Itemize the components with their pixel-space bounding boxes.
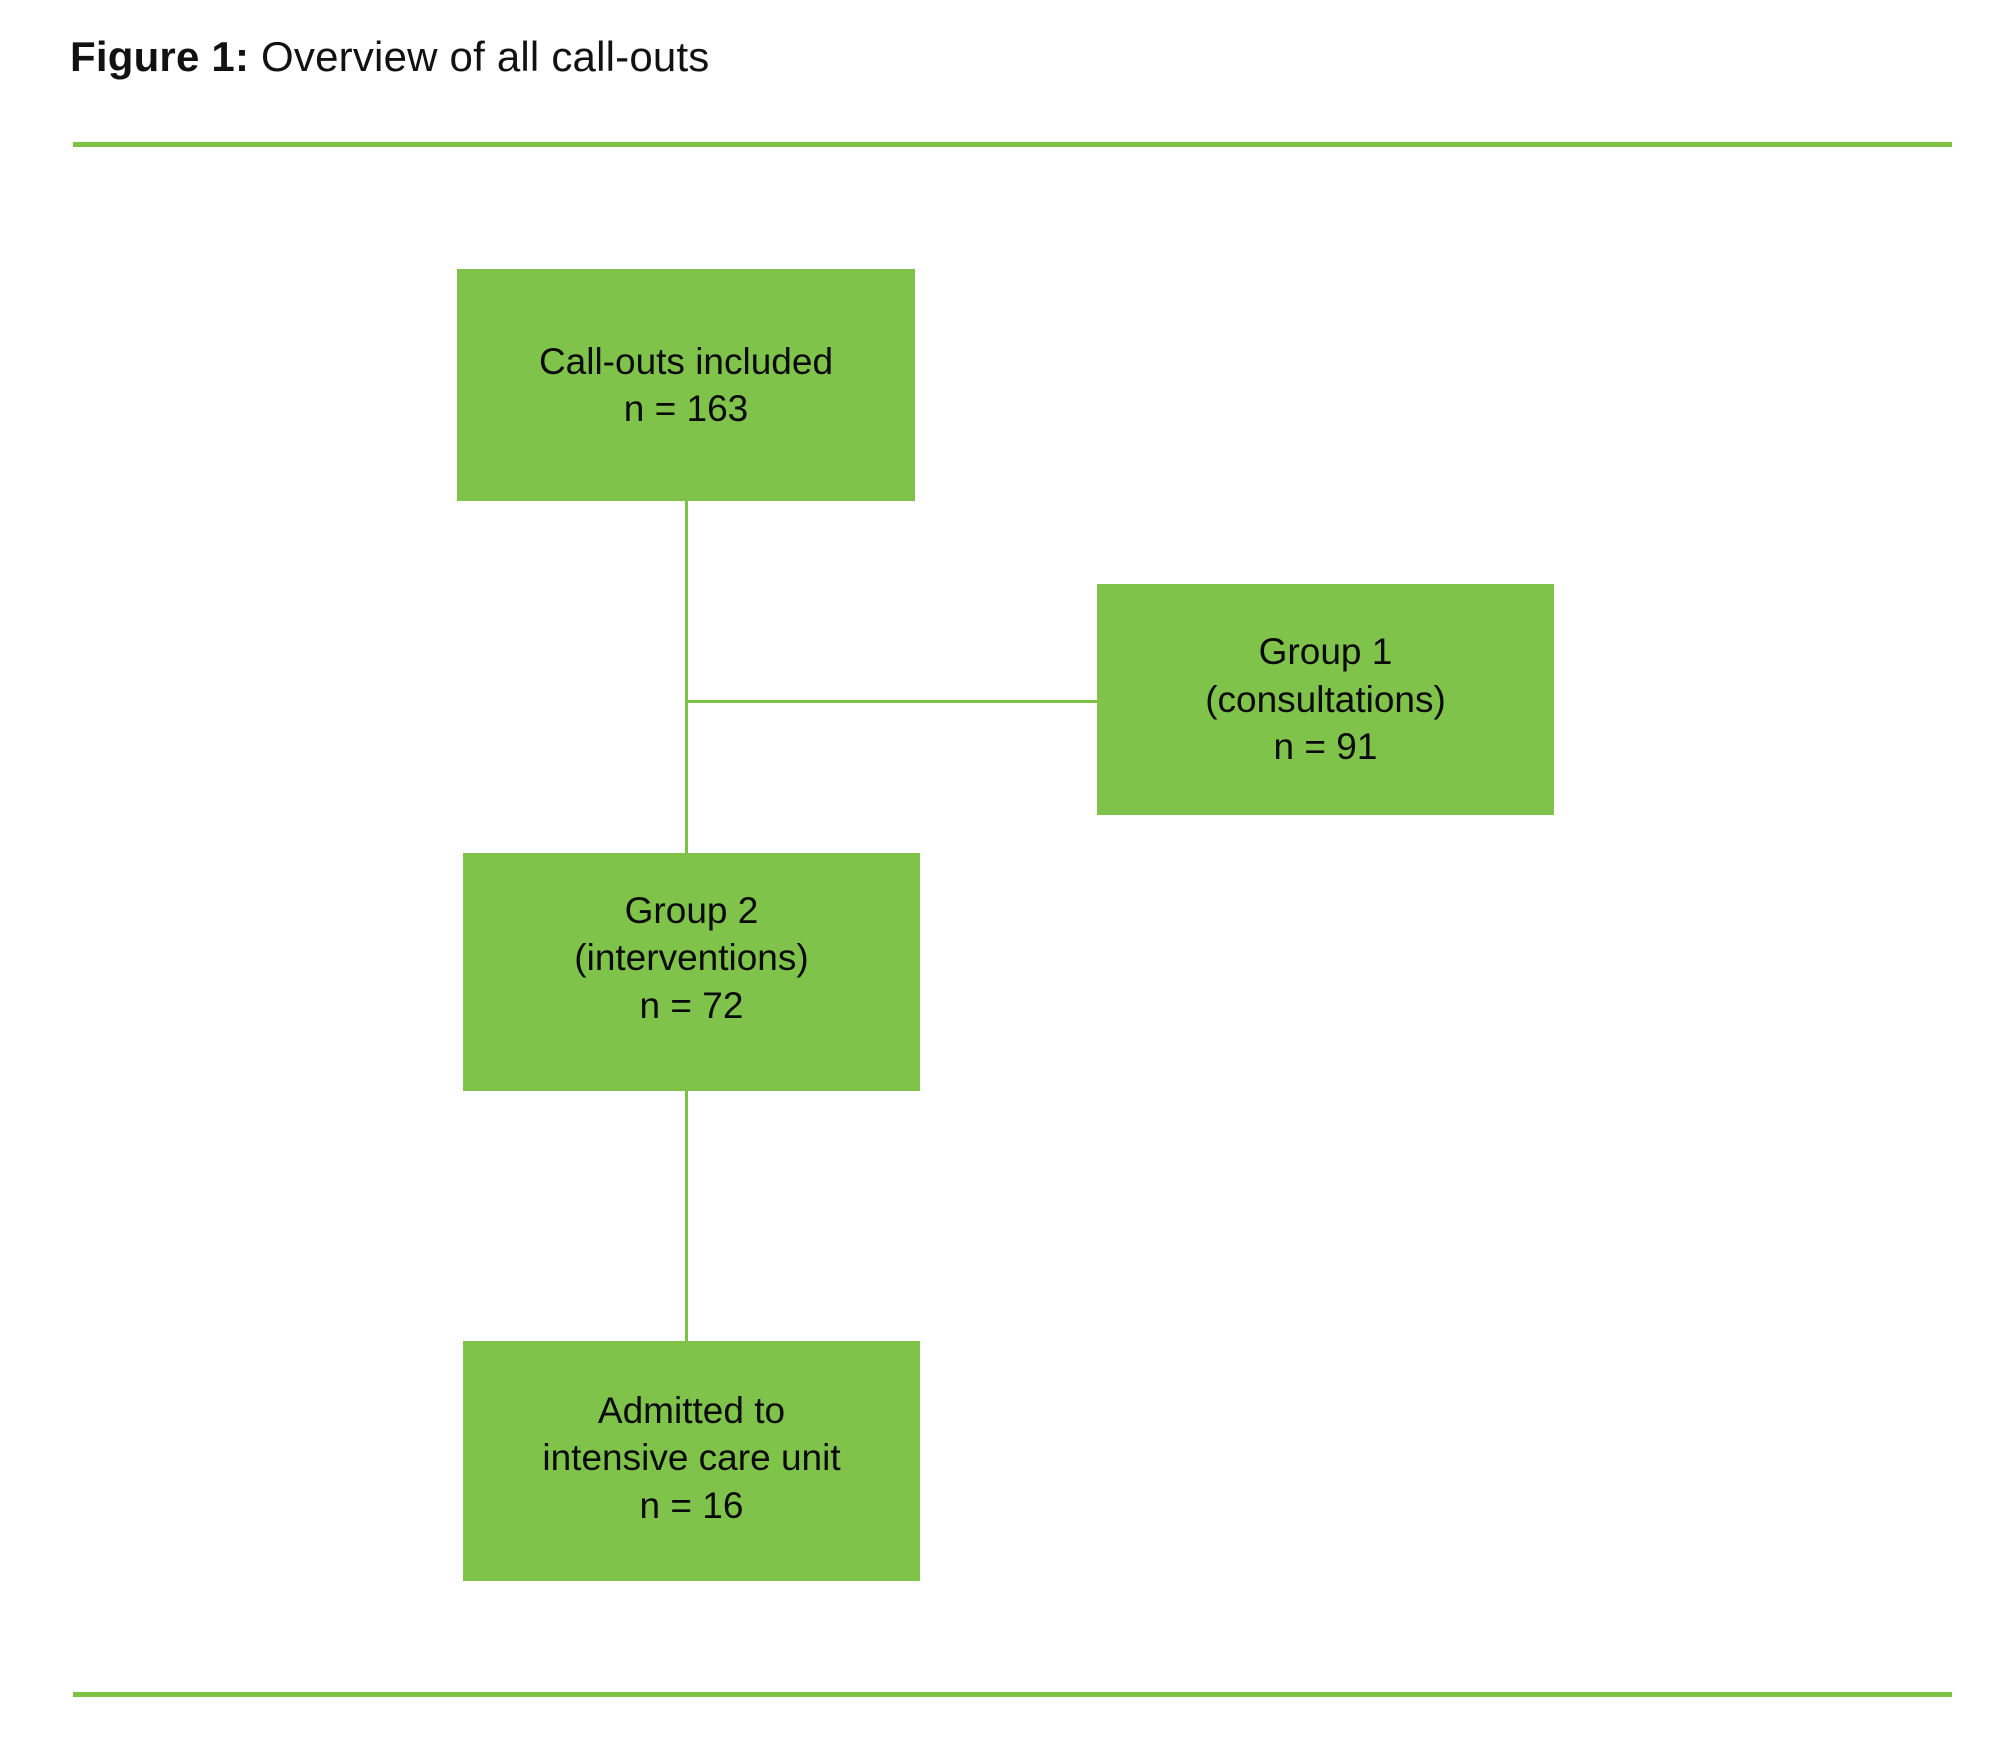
figure-caption-text: Overview of all call-outs xyxy=(249,33,710,80)
divider-bottom xyxy=(73,1692,1952,1697)
flow-node-callouts-included-text: Call-outs included n = 163 xyxy=(538,340,834,429)
flow-node-admitted-icu-text: Admitted to intensive care unit n = 16 xyxy=(542,1390,841,1526)
flow-node-callouts-included: Call-outs included n = 163 xyxy=(457,269,915,501)
figure-caption: Figure 1: Overview of all call-outs xyxy=(70,32,710,82)
flow-node-group-1: Group 1 (consultations) n = 91 xyxy=(1097,584,1554,815)
connector-callouts-to-group1 xyxy=(685,700,1099,703)
flow-node-admitted-icu: Admitted to intensive care unit n = 16 xyxy=(463,1341,920,1581)
flow-node-group-1-text: Group 1 (consultations) n = 91 xyxy=(1205,631,1446,768)
connector-callouts-to-group2 xyxy=(685,500,688,855)
flow-node-group-2-text: Group 2 (interventions) n = 72 xyxy=(574,890,809,1026)
figure-caption-label: Figure 1: xyxy=(70,33,250,80)
divider-top xyxy=(73,142,1952,147)
connector-group2-to-icu xyxy=(685,1089,688,1343)
flow-node-group-2: Group 2 (interventions) n = 72 xyxy=(463,853,920,1091)
